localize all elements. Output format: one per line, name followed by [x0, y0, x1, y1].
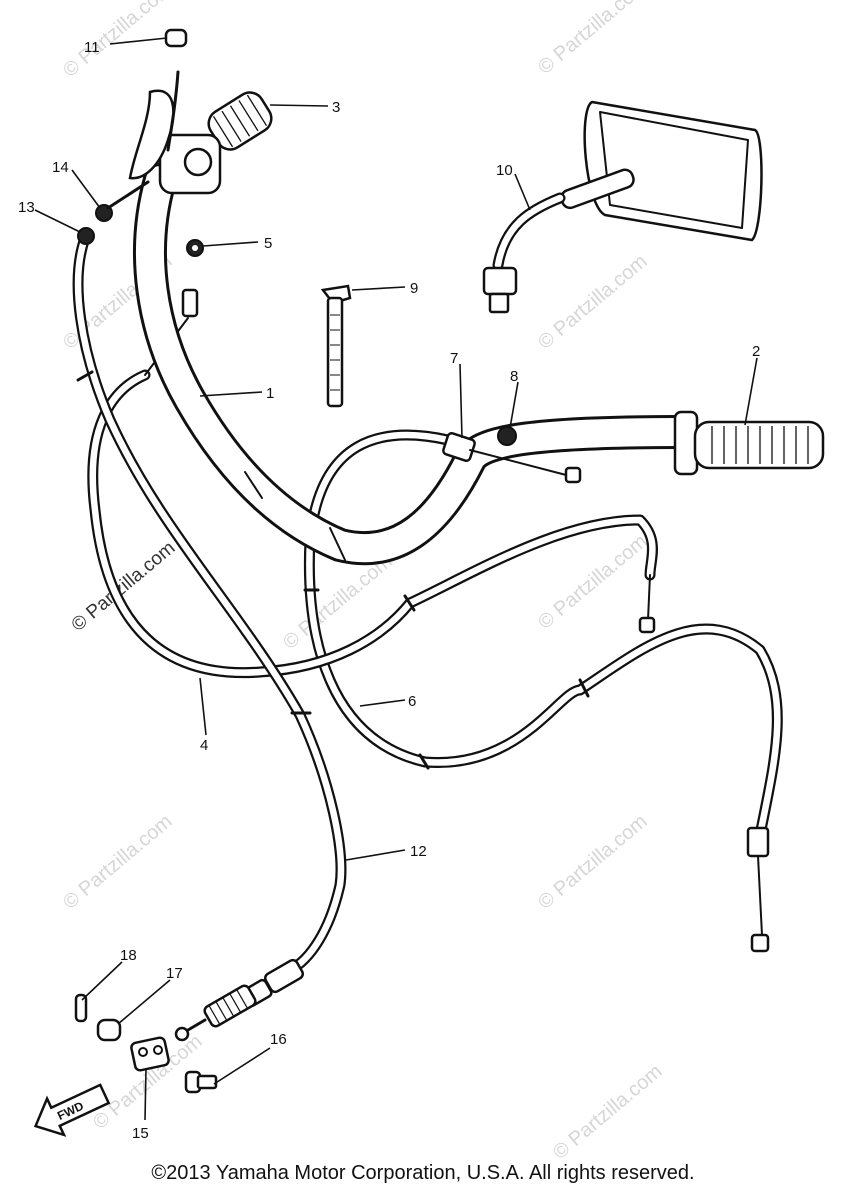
watermark: © Partzilla.com — [59, 810, 176, 913]
callout-17: 17 — [166, 965, 183, 982]
watermark: © Partzilla.com — [59, 0, 176, 82]
callout-6: 6 — [408, 693, 416, 710]
grip-2 — [673, 410, 825, 476]
callout-labels: 1 2 3 4 5 6 7 8 9 10 11 12 13 14 15 16 1… — [18, 39, 760, 1142]
cable-end-barrel — [750, 933, 770, 953]
callout-11: 11 — [84, 39, 100, 56]
callout-12: 12 — [410, 843, 427, 860]
handlebar-1 — [133, 163, 697, 566]
bolt-16 — [184, 1070, 218, 1094]
cable-12 — [72, 232, 347, 976]
throttle-fittings-7-8 — [442, 426, 582, 484]
watermark: © Partzilla.com — [534, 530, 651, 633]
callout-10: 10 — [496, 162, 513, 179]
callout-18: 18 — [120, 947, 137, 964]
watermark: © Partzilla.com — [549, 1060, 666, 1163]
watermark: © Partzilla.com — [534, 810, 651, 913]
left-grip-assembly-3 — [128, 70, 273, 195]
mirror-10 — [482, 100, 763, 314]
watermark: © Partzilla.com — [534, 0, 651, 79]
watermark: © Partzilla.com — [534, 250, 651, 353]
copyright-notice: ©2013 Yamaha Motor Corporation, U.S.A. A… — [151, 1162, 695, 1184]
cable-end-barrel — [638, 616, 656, 634]
callout-3: 3 — [332, 99, 340, 116]
callout-8: 8 — [510, 368, 518, 385]
callout-2: 2 — [752, 343, 760, 360]
callout-5: 5 — [264, 235, 272, 252]
callout-13: 13 — [18, 199, 35, 216]
watermark: © Partzilla.com — [68, 537, 180, 635]
cable-tie-9 — [320, 284, 352, 408]
cap-11 — [164, 28, 188, 48]
callout-7: 7 — [450, 350, 458, 367]
callout-16: 16 — [270, 1031, 287, 1048]
leader-lines — [34, 37, 758, 1121]
plate-15 — [130, 1036, 170, 1072]
callout-15: 15 — [132, 1125, 149, 1142]
pin-18 — [74, 993, 88, 1023]
washer-17 — [96, 1018, 122, 1042]
nut-13 — [77, 227, 95, 245]
cable-4 — [87, 288, 658, 679]
callout-9: 9 — [410, 280, 418, 297]
callout-14: 14 — [52, 159, 69, 176]
callout-4: 4 — [200, 737, 208, 754]
cable-adjuster — [746, 826, 770, 858]
clutch-adjuster-assembly — [174, 958, 305, 1042]
cable-6 — [303, 429, 783, 953]
callout-1: 1 — [266, 385, 274, 402]
